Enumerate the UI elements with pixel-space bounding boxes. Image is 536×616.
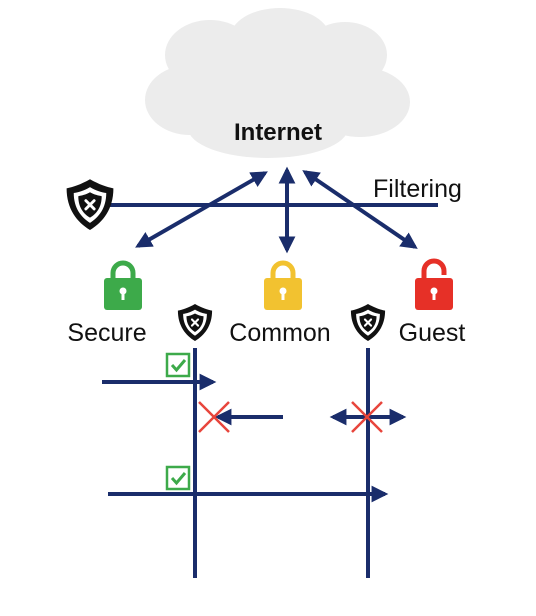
internet-secure-arrow	[135, 171, 268, 248]
guest-lock-icon	[415, 258, 453, 310]
secure-common-shield-icon	[176, 302, 214, 343]
internet-guest-arrow	[302, 170, 418, 249]
common-guest-shield-icon	[349, 302, 387, 343]
zone-label-guest: Guest	[399, 319, 466, 347]
common-lock-icon	[264, 260, 302, 310]
zone-label-common: Common	[229, 319, 330, 347]
filtering-shield-icon	[65, 177, 115, 232]
blocked-x-icon	[198, 401, 230, 433]
blocked-x-icon	[351, 401, 383, 433]
secure-lock-icon	[104, 260, 142, 310]
filtering-label: Filtering	[373, 175, 462, 203]
internet-cloud	[145, 8, 410, 158]
allowed-check-icon	[165, 465, 191, 491]
internet-label: Internet	[234, 119, 322, 146]
allowed-check-icon	[165, 352, 191, 378]
zone-label-secure: Secure	[67, 319, 146, 347]
